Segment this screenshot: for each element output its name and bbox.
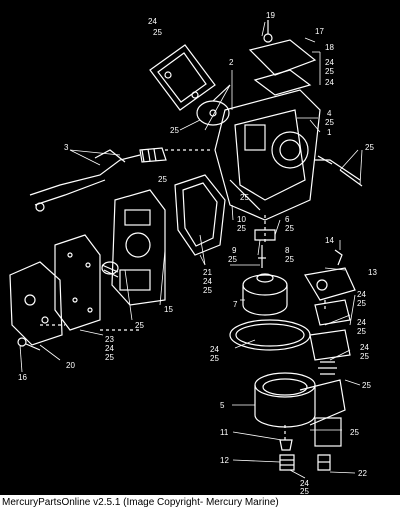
callout-6: 6 [285, 215, 290, 224]
callout-25: 25 [228, 255, 237, 264]
callout-25: 25 [237, 224, 246, 233]
callout-25: 25 [357, 327, 366, 336]
callout-11: 11 [220, 428, 229, 437]
callout-20: 20 [66, 361, 75, 370]
callout-15: 15 [164, 305, 173, 314]
callout-25: 25 [285, 255, 294, 264]
callout-12: 12 [220, 456, 229, 465]
callout-25: 25 [203, 286, 212, 295]
float-bowl [254, 372, 346, 428]
callout-25: 25 [105, 353, 114, 362]
callout-24: 24 [203, 277, 212, 286]
leader-lines [19, 21, 363, 479]
callout-25: 25 [240, 193, 249, 202]
callout-24: 24 [105, 344, 114, 353]
callout-22: 22 [358, 469, 367, 478]
callout-23: 23 [105, 335, 114, 344]
plug [317, 454, 331, 471]
callout-25: 25 [362, 381, 371, 390]
diagram-viewer: 19 17 18 24 25 24 24 25 2 4 25 1 25 25 3… [0, 0, 400, 495]
callout-13: 13 [368, 268, 377, 277]
callout-24: 24 [360, 343, 369, 352]
float [242, 273, 288, 316]
callout-18: 18 [325, 43, 334, 52]
callout-2: 2 [229, 58, 234, 67]
callout-25: 25 [365, 143, 374, 152]
carburetor-body [214, 89, 321, 221]
callout-4: 4 [327, 109, 332, 118]
callout-25: 25 [153, 28, 162, 37]
callout-21: 21 [203, 268, 212, 277]
callout-25: 25 [357, 299, 366, 308]
callout-24: 24 [325, 58, 334, 67]
needle-valve [258, 245, 266, 268]
pump-cover [9, 261, 63, 346]
callout-24: 24 [210, 345, 219, 354]
callout-24: 24 [300, 479, 309, 488]
linkage-lever [29, 147, 167, 212]
exploded-guide-lines [40, 149, 326, 440]
callout-25: 25 [325, 118, 334, 127]
callout-25: 25 [285, 224, 294, 233]
callout-24: 24 [357, 290, 366, 299]
callout-25: 25 [325, 67, 334, 76]
callout-25: 25 [170, 126, 179, 135]
callout-5: 5 [220, 401, 225, 410]
diaphragm-disc [196, 84, 231, 126]
callout-24: 24 [148, 17, 157, 26]
callout-3: 3 [64, 143, 69, 152]
callout-9: 9 [232, 246, 237, 255]
fuel-pump-body [111, 189, 166, 306]
accelerator-pump [304, 249, 356, 375]
callout-25: 25 [158, 175, 167, 184]
callout-10: 10 [237, 215, 246, 224]
pump-spring [101, 261, 119, 278]
callout-1: 1 [327, 128, 332, 137]
image-caption: MercuryPartsOnline v2.5.1 (Image Copyrig… [2, 497, 279, 508]
callout-25: 25 [350, 428, 359, 437]
callout-17: 17 [315, 27, 324, 36]
callout-7: 7 [233, 300, 238, 309]
callout-24: 24 [357, 318, 366, 327]
callout-16: 16 [18, 373, 27, 382]
main-jet [254, 229, 276, 241]
top-gasket [149, 44, 216, 111]
top-cover-plate [248, 20, 317, 96]
callout-14: 14 [325, 236, 334, 245]
float-bowl-gasket [174, 174, 226, 256]
hardware-box [314, 417, 342, 447]
exploded-carburetor-diagram: 19 17 18 24 25 24 24 25 2 4 25 1 25 25 3… [9, 11, 377, 495]
callout-25: 25 [135, 321, 144, 330]
cover-screw [17, 337, 41, 351]
callout-25: 25 [300, 487, 309, 495]
callout-8: 8 [285, 246, 290, 255]
adjustment-screw [315, 155, 363, 187]
callout-19: 19 [266, 11, 275, 20]
drain-screw [279, 439, 295, 471]
callout-25: 25 [210, 354, 219, 363]
callout-24: 24 [325, 78, 334, 87]
pump-gasket [54, 234, 101, 331]
callout-25: 25 [360, 352, 369, 361]
